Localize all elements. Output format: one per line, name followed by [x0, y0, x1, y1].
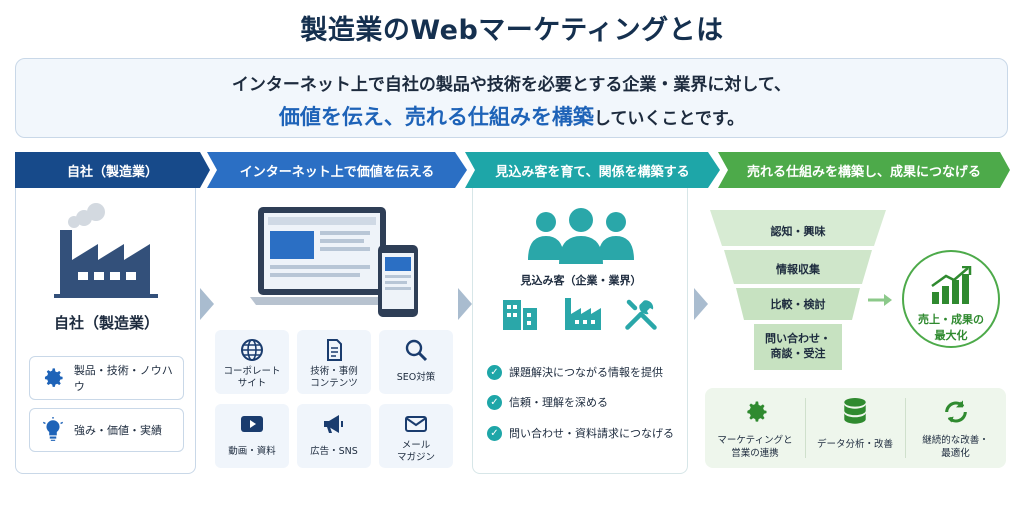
- chevron-right-icon: [200, 288, 214, 320]
- channel-card: メール マガジン: [379, 404, 453, 468]
- support-label: 継続的な改善・ 最適化: [922, 435, 989, 459]
- support-item: データ分析・改善: [805, 388, 905, 468]
- building-icon: [503, 300, 537, 330]
- gear-icon: [747, 401, 767, 422]
- search-icon: [405, 339, 428, 362]
- company-name: 自社（製造業）: [53, 314, 159, 332]
- step-label: インターネット上で価値を伝える: [239, 164, 435, 180]
- laptop-phone-icon: [250, 207, 418, 317]
- step-label: 見込み客を育て、関係を構築する: [495, 164, 690, 180]
- channel-card: SEO対策: [379, 330, 453, 394]
- benefit-item: ✓ 課題解決につながる情報を提供: [487, 364, 663, 380]
- check-icon: ✓: [487, 394, 502, 410]
- factory-icon: [565, 298, 601, 330]
- divider: [805, 398, 806, 458]
- step-label: 売れる仕組みを構築し、成果につなげる: [746, 164, 981, 180]
- gear-icon: [44, 368, 63, 387]
- support-label: データ分析・改善: [816, 439, 893, 450]
- channel-label: 技術・事例 コンテンツ: [310, 366, 358, 389]
- company-item-label: 強み・価値・実績: [74, 424, 162, 437]
- channel-label: メール マガジン: [396, 440, 435, 463]
- support-label: マーケティングと 営業の連携: [717, 435, 793, 459]
- intro-line-1: インターネット上で自社の製品や技術を必要とする企業・業界に対して、: [231, 75, 792, 95]
- tools-icon: [625, 299, 657, 330]
- result-label: 売上・成果の 最大化: [918, 313, 984, 342]
- factory-icon: [54, 203, 158, 298]
- channel-card: 動画・資料: [215, 404, 289, 468]
- support-item: マーケティングと 営業の連携: [705, 388, 805, 468]
- play-icon: [241, 416, 263, 432]
- benefit-item: ✓ 問い合わせ・資料請求につなげる: [487, 425, 674, 441]
- growth-chart-icon: [931, 266, 972, 304]
- check-icon: ✓: [487, 425, 502, 441]
- chevron-right-icon: [694, 288, 708, 320]
- process-steps: 自社（製造業） インターネット上で価値を伝える 見込み客を育て、関係を構築する …: [15, 152, 1010, 190]
- people-icon: [528, 208, 634, 264]
- page-title: 製造業のWebマーケティングとは: [300, 15, 724, 46]
- support-box: マーケティングと 営業の連携 データ分析・改善 継続的な改善・ 最適化: [705, 388, 1006, 468]
- funnel-stage-deal: 問い合わせ・ 商談・受注: [765, 332, 831, 360]
- channel-cards: コーポレート サイト 技術・事例 コンテンツ SEO対策 動画・資料 広告・SN…: [215, 330, 453, 470]
- intro-line-2: 価値を伝え、売れる仕組みを構築していくことです。: [16, 101, 1007, 131]
- globe-icon: [241, 339, 263, 361]
- funnel-stage-awareness: 認知・興味: [770, 225, 826, 238]
- check-icon: ✓: [487, 364, 502, 380]
- company-item-strengths: 強み・価値・実績: [29, 408, 184, 452]
- channel-label: コーポレート サイト: [223, 366, 281, 389]
- arrow-right-icon: [868, 294, 892, 306]
- benefit-label: 課題解決につながる情報を提供: [509, 366, 663, 379]
- benefit-label: 問い合わせ・資料請求につなげる: [509, 427, 674, 440]
- prospects-label: 見込み客（企業・業界）: [520, 274, 642, 287]
- prospects-panel: 見込み客（企業・業界） ✓ 課題解決につながる情報を提供 ✓ 信頼・理解を深める ✓…: [472, 188, 688, 474]
- step-company: 自社（製造業）: [15, 152, 210, 188]
- channel-card: コーポレート サイト: [215, 330, 289, 394]
- channel-label: 広告・SNS: [310, 446, 358, 457]
- divider: [905, 398, 906, 458]
- result-circle: 売上・成果の 最大化: [902, 250, 1000, 348]
- database-icon: [844, 398, 866, 424]
- refresh-icon: [945, 400, 967, 423]
- intro-rest: していくことです。: [593, 109, 745, 129]
- document-icon: [327, 339, 342, 361]
- megaphone-icon: [324, 415, 343, 433]
- channel-card: 技術・事例 コンテンツ: [297, 330, 371, 394]
- company-item-products: 製品・技術・ノウハウ: [29, 356, 184, 400]
- company-item-label: 製品・技術・ノウハウ: [73, 364, 173, 393]
- lightbulb-icon: [42, 417, 64, 441]
- company-panel: 自社（製造業） 製品・技術・ノウハウ 強み・価値・実績: [15, 188, 196, 474]
- step-communicate: インターネット上で価値を伝える: [207, 152, 467, 188]
- channel-label: 動画・資料: [228, 446, 276, 457]
- benefit-item: ✓ 信頼・理解を深める: [487, 394, 608, 410]
- funnel-stage-research: 情報収集: [776, 263, 820, 276]
- benefit-label: 信頼・理解を深める: [509, 396, 608, 409]
- intro-box: インターネット上で自社の製品や技術を必要とする企業・業界に対して、 価値を伝え、…: [15, 58, 1008, 138]
- step-label: 自社（製造業）: [66, 164, 158, 180]
- chevron-right-icon: [458, 288, 472, 320]
- intro-highlight: 価値を伝え、売れる仕組みを構築: [278, 105, 594, 129]
- step-nurture: 見込み客を育て、関係を構築する: [465, 152, 720, 188]
- mail-icon: [405, 416, 427, 432]
- funnel-stage-comparison: 比較・検討: [770, 298, 826, 311]
- support-item: 継続的な改善・ 最適化: [905, 388, 1006, 468]
- sales-funnel: [710, 210, 886, 370]
- channel-card: 広告・SNS: [297, 404, 371, 468]
- channel-label: SEO対策: [396, 372, 436, 383]
- step-convert: 売れる仕組みを構築し、成果につなげる: [718, 152, 1010, 188]
